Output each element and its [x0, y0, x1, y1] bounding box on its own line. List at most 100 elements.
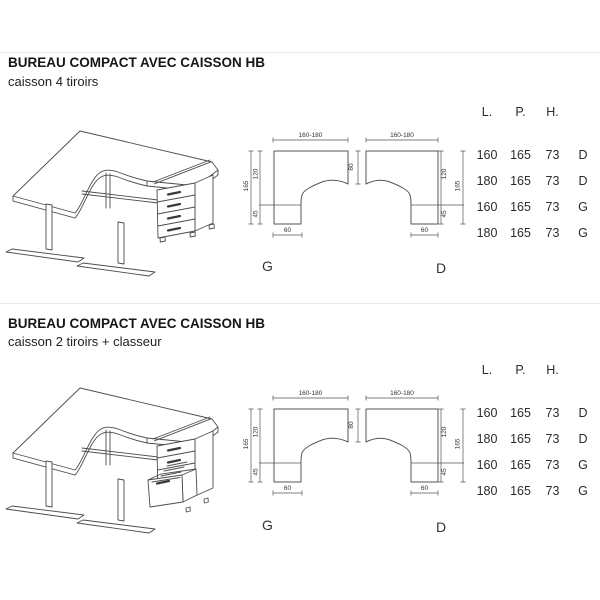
drawer-dividers — [156, 450, 196, 471]
table-row: 160 165 73 D — [470, 400, 600, 426]
cell-depth: 165 — [510, 484, 531, 498]
schematic-left-outline — [273, 408, 349, 483]
cell-height: 73 — [545, 226, 560, 240]
pedestal-2-drawers-file — [147, 430, 214, 513]
dim-label-leg-depth: 45 — [441, 210, 448, 218]
dim-label-leg-width: 60 — [421, 485, 429, 492]
drawer-handles — [166, 446, 182, 464]
dim-label-total-depth: 165 — [455, 438, 462, 449]
variant-label-right: D — [436, 519, 447, 535]
schematic-left-dim-lines — [248, 137, 361, 238]
cell-depth: 165 — [510, 148, 531, 162]
cell-variant: G — [578, 200, 588, 214]
schematic-right-outline — [365, 150, 439, 225]
cell-variant: G — [578, 226, 588, 240]
corner-leg-post — [105, 429, 111, 466]
left-leg-post — [45, 203, 53, 251]
dim-label-width-range: 160-180 — [299, 132, 323, 139]
cell-depth: 165 — [510, 406, 531, 420]
left-leg-foot — [5, 248, 85, 263]
cell-height: 73 — [545, 148, 560, 162]
cell-height: 73 — [545, 432, 560, 446]
dim-label-leg-depth: 45 — [441, 468, 448, 476]
cell-variant: G — [578, 458, 588, 472]
dim-label-main-depth: 120 — [441, 168, 448, 179]
cell-variant: D — [578, 174, 588, 188]
cell-depth: 165 — [510, 226, 531, 240]
dim-label-leg-depth: 45 — [253, 468, 260, 476]
cell-depth: 165 — [510, 432, 531, 446]
file-drawer-rim — [147, 468, 197, 483]
col-header-length: L. — [481, 105, 493, 119]
col-header-depth: P. — [515, 105, 526, 119]
cell-depth: 165 — [510, 458, 531, 472]
drawer-handles — [166, 190, 182, 232]
mid-leg-post — [117, 478, 125, 522]
table-row: 180 165 73 G — [470, 220, 600, 246]
dim-label-main-depth: 120 — [253, 426, 260, 437]
table-row: 160 165 73 D — [470, 142, 600, 168]
dim-label-total-depth: 165 — [455, 180, 462, 191]
dim-label-width-range: 160-180 — [299, 390, 323, 397]
support-rail — [81, 447, 159, 461]
dim-label-leg-width: 60 — [284, 227, 292, 234]
cell-height: 73 — [545, 174, 560, 188]
file-drawer-side — [181, 468, 198, 503]
table-row: 180 165 73 D — [470, 426, 600, 452]
cell-depth: 165 — [510, 174, 531, 188]
table-row: 160 165 73 G — [470, 452, 600, 478]
product-title: BUREAU COMPACT AVEC CAISSON HB — [8, 55, 266, 70]
hanging-files — [160, 461, 188, 477]
col-header-height: H. — [546, 105, 559, 119]
support-rail — [81, 190, 159, 204]
dim-label-leg-width: 60 — [284, 485, 292, 492]
product-subtitle: caisson 2 tiroirs + classeur — [8, 334, 162, 349]
cell-length: 180 — [476, 226, 498, 240]
mid-leg-post — [117, 221, 125, 265]
size-table: L. P. H. 160 165 73 D 180 165 73 D 160 1… — [470, 363, 600, 504]
size-table-header: L. P. H. — [470, 363, 600, 377]
cell-length: 160 — [476, 406, 498, 420]
schematic-left-outline — [273, 150, 349, 225]
section-divider — [0, 52, 600, 53]
cell-variant: D — [578, 148, 588, 162]
table-row: 180 165 73 G — [470, 478, 600, 504]
desk-illustration-2-drawer-file-pedestal — [5, 387, 219, 534]
schematic-top-views: 160-180 165 120 45 60 80 160-180 120 45 … — [243, 132, 466, 238]
cell-length: 180 — [476, 174, 498, 188]
col-header-height: H. — [546, 363, 559, 377]
dim-label-total-depth: 165 — [243, 180, 250, 191]
mid-leg-foot — [76, 262, 156, 277]
variant-label-left: G — [262, 258, 273, 274]
file-drawer-handle — [155, 479, 171, 485]
schematic-right-dim-lines — [365, 137, 466, 238]
cell-length: 180 — [476, 432, 498, 446]
desk-top-seam — [152, 159, 212, 185]
dim-label-main-depth: 120 — [441, 426, 448, 437]
desk-illustration-4-drawer-pedestal — [5, 130, 219, 277]
dim-label-width-range: 160-180 — [390, 132, 414, 139]
cell-height: 73 — [545, 484, 560, 498]
schematic-left-dim-lines — [248, 395, 361, 496]
cell-height: 73 — [545, 406, 560, 420]
cell-height: 73 — [545, 200, 560, 214]
mid-leg-foot — [76, 519, 156, 534]
pedestal-side — [194, 174, 214, 232]
product-title: BUREAU COMPACT AVEC CAISSON HB — [8, 316, 266, 331]
dim-label-return-depth: 80 — [348, 163, 355, 171]
dim-label-main-depth: 120 — [253, 168, 260, 179]
variant-label-right: D — [436, 260, 447, 276]
table-row: 180 165 73 D — [470, 168, 600, 194]
size-table-header: L. P. H. — [470, 105, 600, 119]
schematic-right-dim-lines — [365, 395, 466, 496]
drawer-dividers — [156, 194, 196, 227]
col-header-depth: P. — [515, 363, 526, 377]
pedestal-4-drawers — [156, 174, 215, 243]
cell-variant: D — [578, 406, 588, 420]
cell-height: 73 — [545, 458, 560, 472]
table-row: 160 165 73 G — [470, 194, 600, 220]
pedestal-feet — [159, 223, 215, 243]
schematic-top-views: 160-180 165 120 45 60 80 160-180 120 45 … — [243, 390, 466, 496]
section-divider — [0, 303, 600, 304]
